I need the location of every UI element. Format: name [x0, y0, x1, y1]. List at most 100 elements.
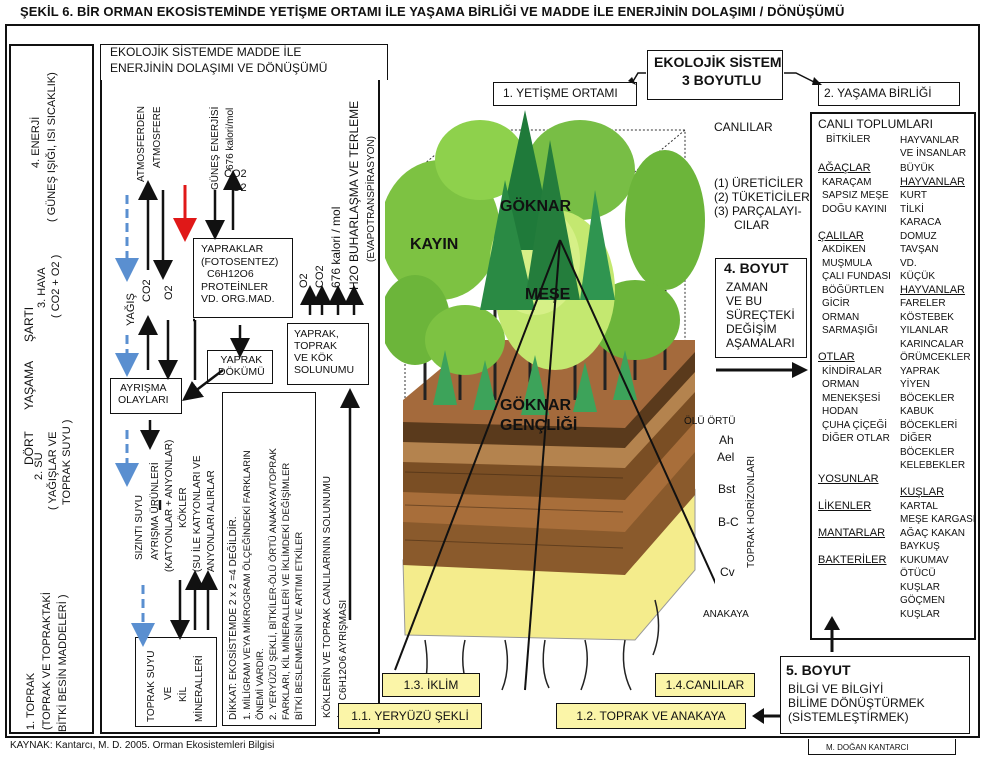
community-right-item: KUŞLAR [900, 608, 941, 620]
community-left-item: ÇUHA ÇİÇEĞİ [822, 419, 888, 431]
canlilar-bottom-label: 1.4.CANLILAR [655, 673, 755, 697]
boyut5-line: (SİSTEMLEŞTİRMEK) [788, 710, 909, 724]
figure-title: ŞEKİL 6. BİR ORMAN EKOSİSTEMİNDE YETİŞME… [20, 4, 845, 19]
yapraklar-line: (FOTOSENTEZ) [201, 255, 279, 268]
community-left-item: SARMAŞIĞI [822, 325, 878, 336]
community-right-item: GÖÇMEN [900, 595, 945, 606]
ekolojik-3d-label: 3 BOYUTLU [682, 72, 762, 88]
yasama-label: 2. YAŞAMA BİRLİĞİ [824, 86, 932, 100]
living-conditions-box [9, 44, 94, 734]
toprak-horizon-label: TOPRAK HORİZONLARI [746, 455, 757, 568]
source-text: KAYNAK: Kantarcı, M. D. 2005. Orman Ekos… [10, 740, 275, 751]
soil-bst [403, 390, 695, 500]
item1-sub: (TOPRAK VE TOPRAKTAKİ [41, 592, 53, 730]
community-left-item: BAKTERİLER [818, 553, 887, 566]
item1-sub2: BİTKİ BESİN MADDELERİ ) [57, 594, 69, 732]
yaprak-toprak-line: VE KÖK [294, 352, 334, 364]
community-left-item [818, 216, 891, 230]
yaprak-toprak-line: TOPRAK [294, 340, 337, 352]
community-left-item: ÇALI FUNDASI [822, 271, 891, 282]
item4-label: 4. ENERJİ [30, 116, 42, 168]
item3-sub: ( CO2 + O2 ) [50, 254, 62, 318]
community-right-item: KARTAL [900, 500, 938, 512]
dikkat-box [222, 392, 316, 726]
community-right-item: BÖCEKLER [900, 446, 955, 458]
bc-label: B-C [718, 515, 739, 529]
anakaya-label: ANAKAYA [703, 609, 749, 620]
community-left-item: ORMAN [822, 311, 860, 323]
ah-label: Ah [719, 433, 734, 447]
toprak-anakaya-label: 1.2. TOPRAK VE ANAKAYA [556, 703, 746, 729]
community-right-item: KUŞLAR [900, 486, 945, 498]
community-right-item: KUŞLAR [900, 581, 941, 593]
yapraklar-box [193, 238, 293, 318]
boyut5-line: BİLİME DÖNÜŞTÜRMEK [788, 696, 925, 710]
soil-bc [403, 420, 695, 532]
community-left-item: MUŞMULA [822, 257, 873, 269]
item2-sub: ( YAĞIŞLAR VE [47, 431, 59, 510]
yapraklar-line: VD. ORG.MAD. [201, 293, 275, 305]
community-left-item: YOSUNLAR [818, 472, 879, 485]
community-right-item: BÖCEKLERİ [900, 419, 958, 431]
community-left-item: AKDİKEN [822, 244, 866, 255]
boyut4-box [715, 258, 807, 358]
toprak-suyu-box [135, 637, 217, 727]
boyut4-line: DEĞİŞİM [726, 322, 777, 336]
community-left-item: MENEKŞESİ [822, 392, 881, 404]
mese-label: MEŞE [525, 286, 571, 303]
community-right-item: BAYKUŞ [900, 541, 940, 552]
rain-arrows [115, 195, 155, 647]
yetisme-label: 1. YETİŞME ORTAMI [503, 86, 618, 100]
boyut4-line: ZAMAN [726, 280, 768, 294]
community-left-item: GİCİR [822, 298, 850, 309]
canlilar-item: (1) ÜRETİCİLER [714, 176, 804, 190]
item4-sub: ( GÜNEŞ IŞIĞI, ISI SICAKLIK) [46, 72, 58, 222]
boyut4-line: VE BU [726, 294, 763, 308]
community-left-item [818, 513, 891, 527]
canlilar-item: (2) TÜKETİCİLER [714, 190, 810, 204]
yapraklar-lines: YAPRAKLAR (FOTOSENTEZ) C6H12O6 PROTEİNLE… [201, 243, 278, 306]
community-right-item: TAVŞAN [900, 244, 939, 255]
top-arrows [628, 72, 822, 85]
yaprak-toprak-box [287, 323, 369, 385]
yapraklar-line: C6H12O6 [207, 268, 254, 280]
community-right-item: BÜYÜK [900, 163, 935, 174]
community-right-item: YİYEN [900, 379, 931, 390]
hayvanlar-insan-2: VE İNSANLAR [900, 148, 967, 159]
hayvanlar-insan-1: HAYVANLAR [900, 135, 960, 146]
community-left-item: SAPSIZ MEŞE [822, 190, 889, 201]
community-left-item: HODAN [822, 406, 859, 417]
yetisme-ortami-box [493, 82, 637, 106]
boyut5-arrow [824, 616, 840, 652]
boyut4-title: 4. BOYUT [724, 260, 789, 276]
community-left-item: MANTARLAR [818, 526, 886, 539]
yapraklar-line: PROTEİNLER [201, 280, 269, 293]
yasama-label: YAŞAMA [22, 360, 36, 410]
goknar-genc-label-2: GENÇLİĞİ [500, 417, 578, 434]
boyut4-lines: ZAMAN VE BU SÜREÇTEKİ DEĞİŞİM AŞAMALARI [726, 280, 795, 350]
community-right-item: KARACA [900, 217, 942, 228]
community-right-item: FARELER [900, 298, 946, 309]
community-right-item: BÖCEKLER [900, 392, 955, 404]
community-left-item: KARAÇAM [822, 176, 872, 188]
yaprak-toprak-line: YAPRAK, [294, 328, 339, 340]
black-arrows [138, 170, 364, 640]
community-right-item: DİĞER [900, 433, 932, 444]
community-right-item: YAPRAK [900, 365, 940, 377]
cycle-header-2: ENERJİNİN DOLAŞIMI VE DÖNÜŞÜMÜ [110, 61, 328, 75]
community-left-item: AĞAÇLAR [818, 162, 871, 174]
community-right-item: MEŞE KARGASI [900, 514, 976, 525]
ael-label: Ael [717, 450, 735, 464]
boyut4-line: AŞAMALARI [726, 336, 795, 350]
goknar-label: GÖKNAR [500, 198, 572, 215]
yasama-birligi-box [818, 82, 960, 106]
canlilar-item: (3) PARÇALAYI- [714, 204, 802, 218]
cycle-header-1: EKOLOJİK SİSTEMDE MADDE İLE [110, 45, 302, 59]
canlilar-list: (1) ÜRETİCİLER (2) TÜKETİCİLER (3) PARÇA… [714, 176, 810, 232]
community-title: CANLI TOPLUMLARI [818, 117, 933, 131]
community-right-item: KARINCALAR [900, 338, 964, 350]
boyut4-line: SÜREÇTEKİ [726, 308, 795, 322]
community-right-item: KUKUMAV [900, 554, 949, 566]
community-left-item: ÇALILAR [818, 229, 864, 242]
author-text: M. DOĞAN KANTARCI [826, 743, 909, 752]
